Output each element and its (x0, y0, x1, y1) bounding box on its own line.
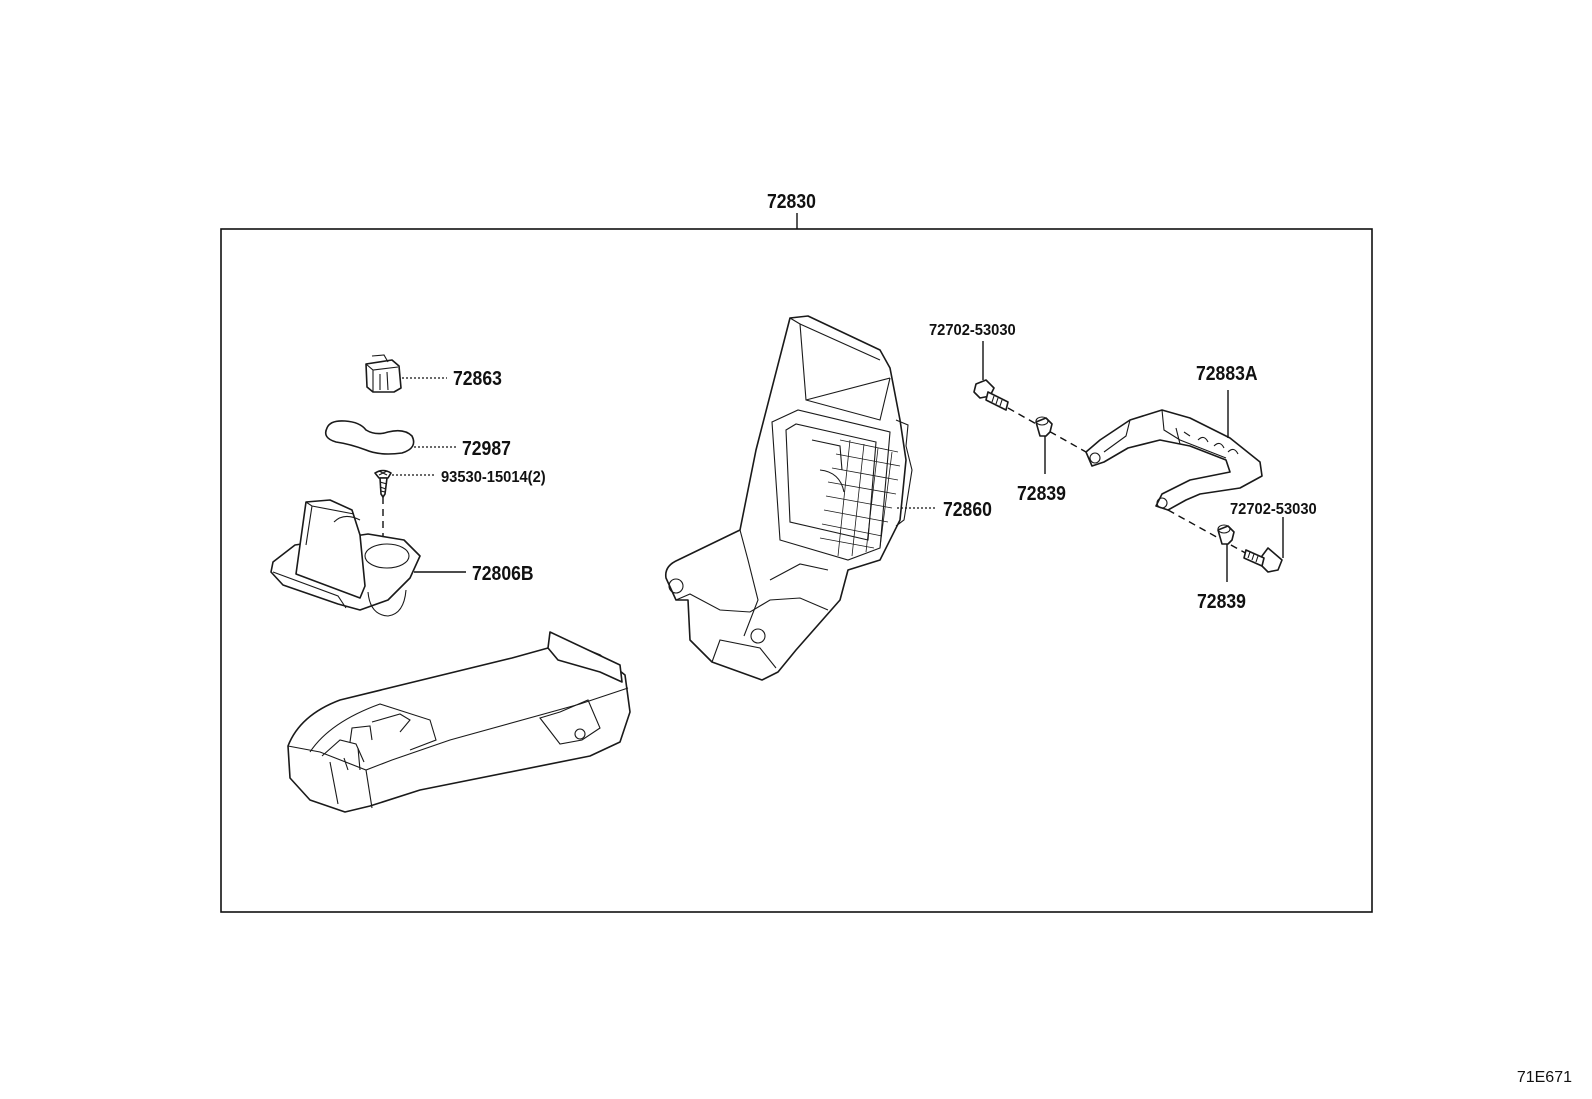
label-72702-53030-upper: 72702-53030 (929, 321, 1016, 339)
bolt-72702-lower-drawing (1243, 547, 1283, 573)
label-72860: 72860 (943, 498, 992, 520)
mat-72987-drawing (324, 420, 415, 455)
upper-bolt-axis (1007, 407, 1087, 453)
label-93530-15014: 93530-15014(2) (441, 468, 546, 486)
label-72863: 72863 (453, 367, 502, 389)
lower-bolt-axis (1167, 509, 1259, 561)
label-72987: 72987 (462, 437, 511, 459)
collar-72839-lower-drawing (1217, 524, 1235, 545)
label-72839-upper: 72839 (1017, 482, 1066, 504)
diagram-code: 71E671 (1516, 1069, 1572, 1086)
screw-93530-drawing (374, 469, 392, 498)
holder-72806B-drawing (270, 499, 421, 617)
armrest-base-drawing (287, 631, 631, 813)
clip-72863-drawing (365, 354, 402, 393)
label-72806B: 72806B (472, 562, 534, 584)
console-box-72860-drawing (664, 315, 913, 681)
assembly-number: 72830 (767, 190, 816, 212)
label-72883A: 72883A (1196, 362, 1258, 384)
collar-72839-upper-drawing (1035, 416, 1053, 437)
bracket-72883A-drawing (1085, 409, 1263, 511)
label-72702-53030-lower: 72702-53030 (1230, 500, 1317, 518)
bolt-72702-upper-drawing (973, 379, 1009, 411)
label-72839-lower: 72839 (1197, 590, 1246, 612)
